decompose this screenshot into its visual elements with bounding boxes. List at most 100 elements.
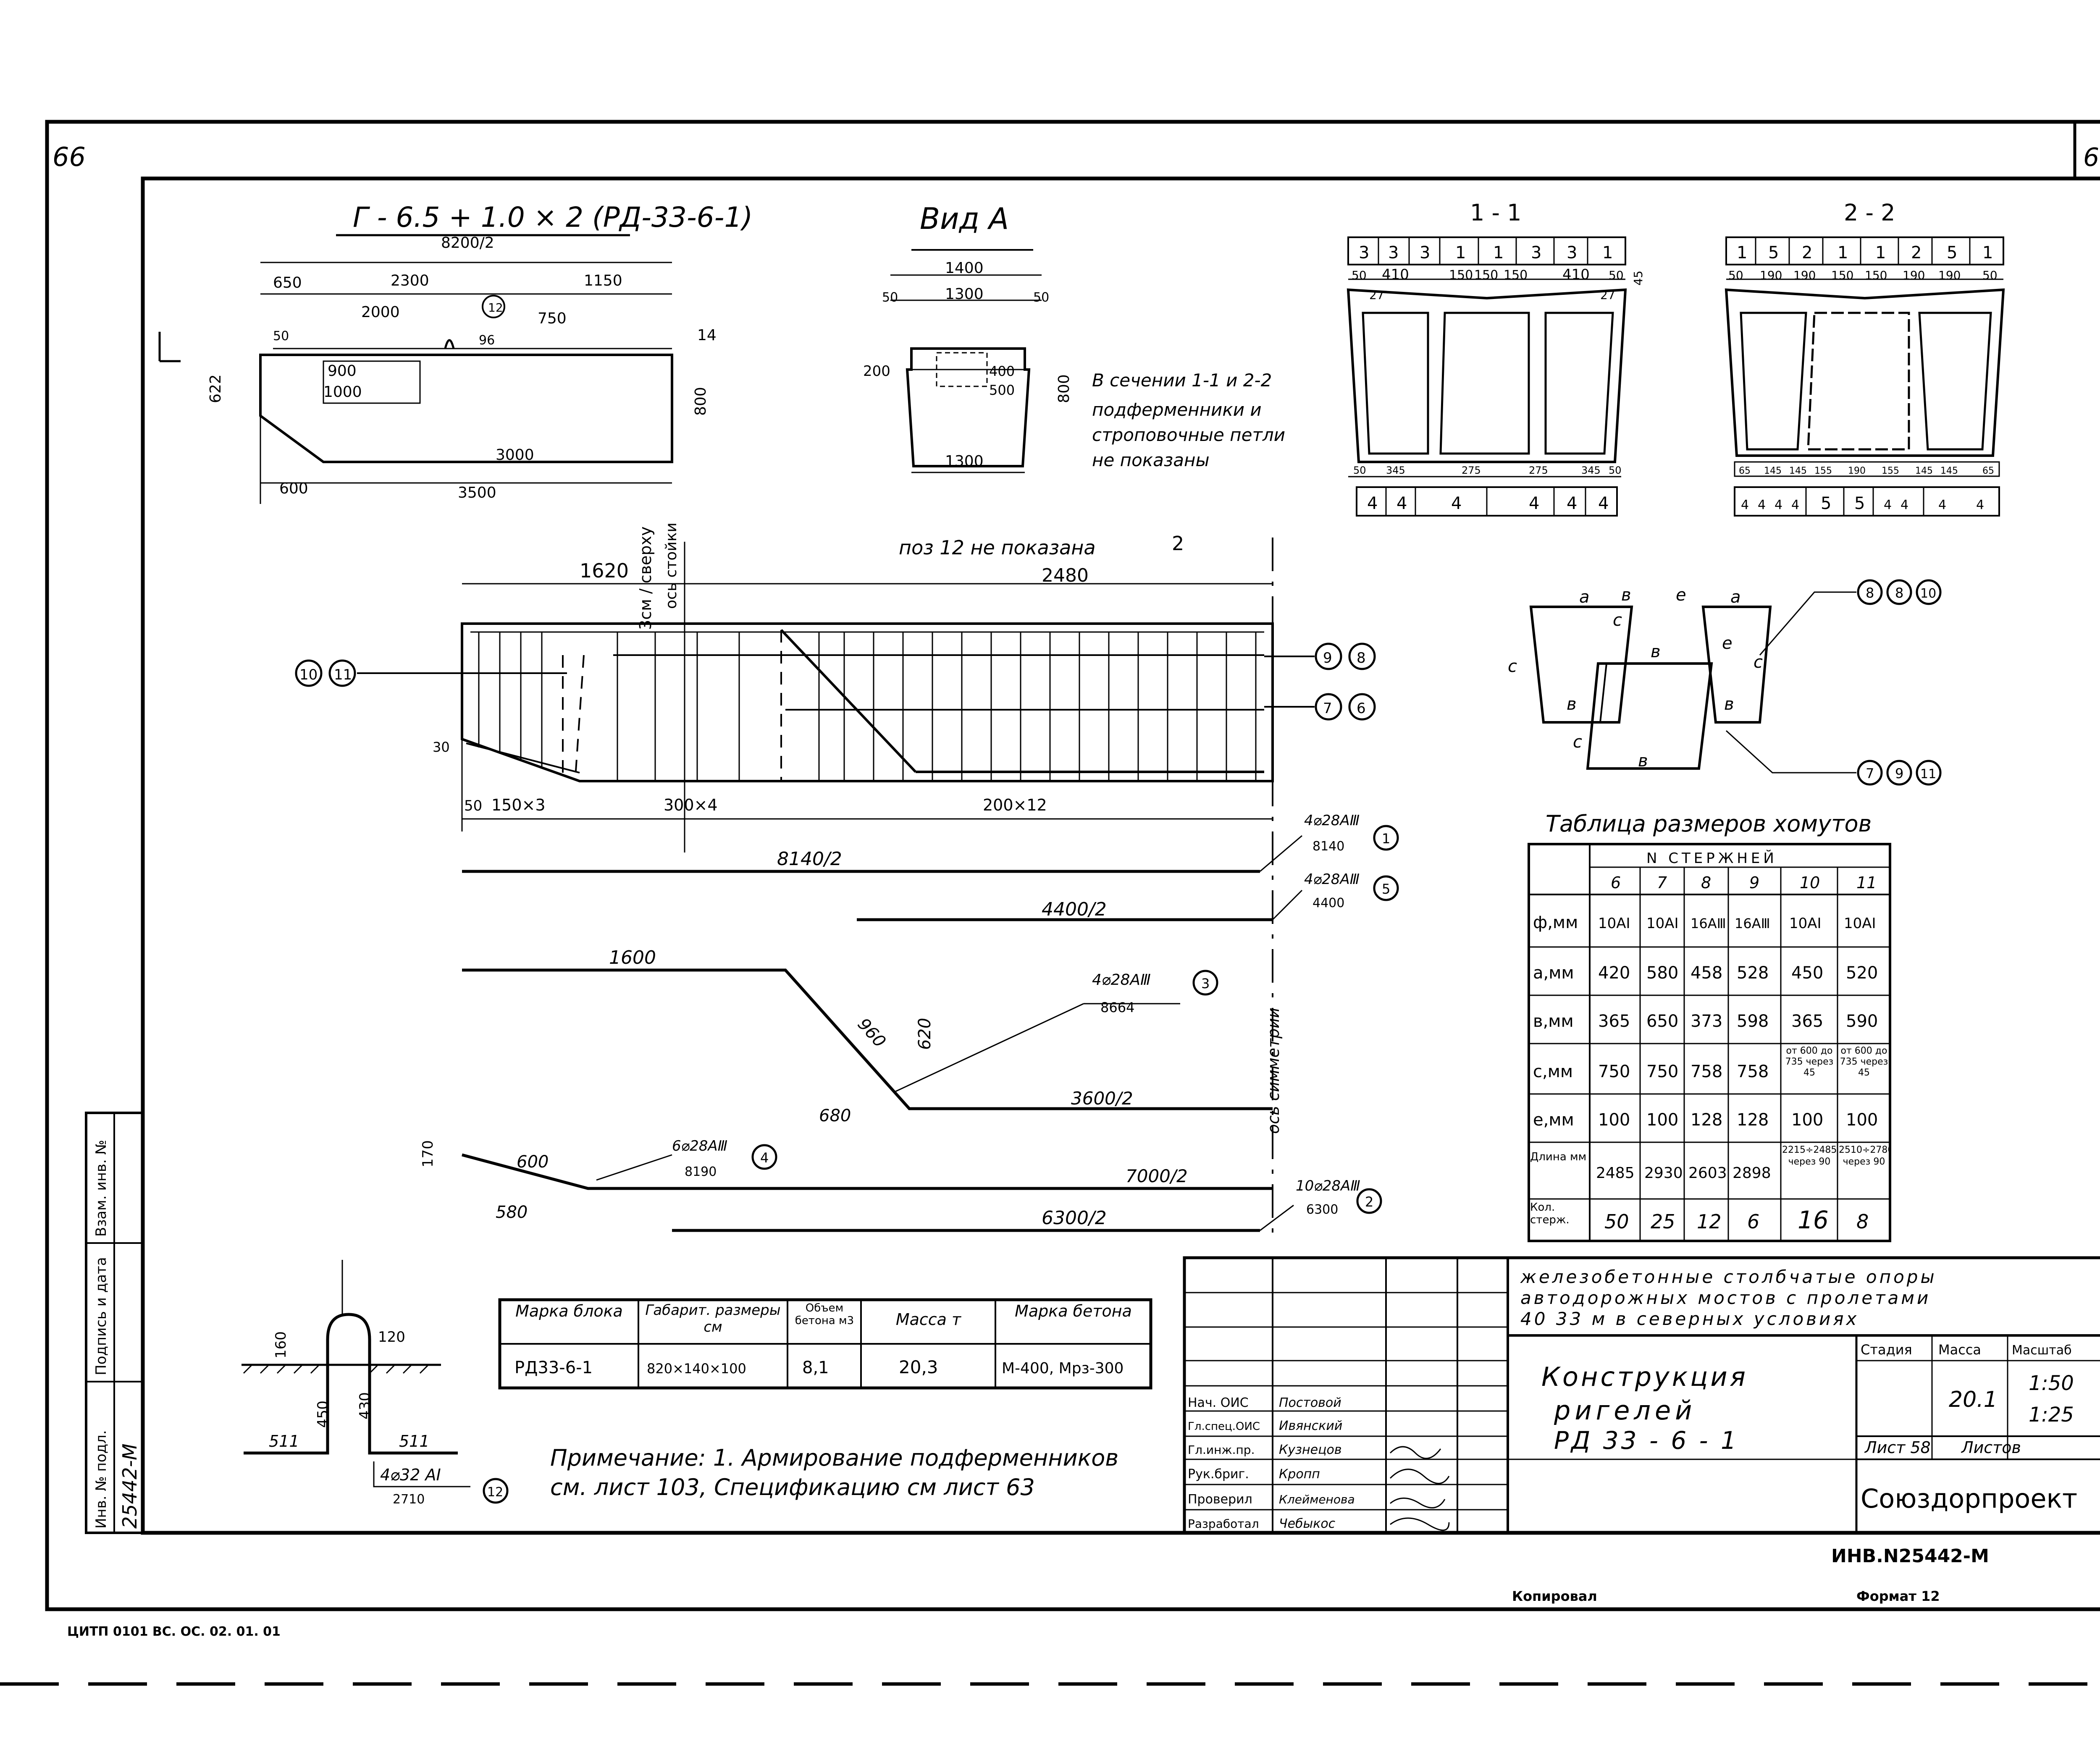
stirrup-shapes: а а в е в в в в с с с с е 8 8 10 7 9 11 bbox=[1508, 579, 1942, 786]
svg-text:2300: 2300 bbox=[391, 272, 429, 289]
svg-text:16АⅢ: 16АⅢ bbox=[1735, 915, 1770, 931]
svg-text:528: 528 bbox=[1737, 963, 1769, 983]
svg-text:1:25: 1:25 bbox=[2029, 1403, 2074, 1427]
svg-text:410: 410 bbox=[1562, 266, 1590, 283]
svg-text:50: 50 bbox=[1728, 268, 1743, 282]
reinforcement-plan: поз 12 не показана 2 1620 2480 3см / све… bbox=[295, 522, 1376, 852]
svg-text:170: 170 bbox=[420, 1140, 436, 1167]
svg-text:3: 3 bbox=[1359, 243, 1369, 262]
svg-text:2898: 2898 bbox=[1732, 1165, 1771, 1182]
svg-text:590: 590 bbox=[1846, 1012, 1878, 1031]
svg-text:16: 16 bbox=[1798, 1206, 1829, 1234]
svg-text:120: 120 bbox=[378, 1329, 405, 1346]
svg-text:4: 4 bbox=[1774, 498, 1782, 512]
svg-text:М-400, Мрз-300: М-400, Мрз-300 bbox=[1002, 1360, 1124, 1377]
corner-box bbox=[2073, 122, 2100, 180]
svg-text:7: 7 bbox=[1657, 873, 1667, 892]
corner-number-left: 66 bbox=[52, 142, 86, 172]
svg-text:3600/2: 3600/2 bbox=[1071, 1088, 1133, 1109]
svg-text:373: 373 bbox=[1690, 1012, 1722, 1031]
svg-text:50: 50 bbox=[1609, 464, 1622, 476]
svg-text:10АI: 10АI bbox=[1844, 915, 1876, 932]
svg-text:а,мм: а,мм bbox=[1533, 963, 1574, 983]
svg-text:410: 410 bbox=[1382, 266, 1409, 283]
svg-text:4: 4 bbox=[1938, 498, 1946, 512]
svg-text:8: 8 bbox=[1895, 585, 1903, 601]
svg-text:1:50: 1:50 bbox=[2029, 1372, 2074, 1395]
section-1-1: 1 - 1 3 3 3 1 1 3 3 1 50 410 150 150 150… bbox=[1347, 199, 1645, 517]
vzam-label: Взам. инв. № bbox=[93, 1140, 110, 1237]
svg-text:3: 3 bbox=[1567, 243, 1577, 262]
svg-text:с: с bbox=[1573, 732, 1582, 752]
svg-text:с,мм: с,мм bbox=[1533, 1062, 1573, 1081]
svg-text:622: 622 bbox=[207, 374, 224, 403]
svg-text:4: 4 bbox=[1396, 494, 1407, 513]
svg-text:2: 2 bbox=[1365, 1194, 1373, 1210]
svg-text:10АI: 10АI bbox=[1789, 915, 1822, 932]
svg-text:8140/2: 8140/2 bbox=[777, 848, 842, 870]
podpis-label: Подпись и дата bbox=[93, 1257, 110, 1375]
svg-text:2: 2 bbox=[1802, 243, 1812, 262]
svg-text:3см / сверху: 3см / сверху bbox=[636, 527, 655, 630]
svg-text:190: 190 bbox=[1848, 466, 1866, 476]
view-a-title: Вид А bbox=[920, 202, 1009, 236]
svg-text:190: 190 bbox=[1793, 268, 1816, 282]
svg-text:5: 5 bbox=[1382, 881, 1390, 897]
svg-text:4: 4 bbox=[1791, 498, 1799, 512]
svg-text:автодорожных мостов с пролетам: автодорожных мостов с пролетами bbox=[1520, 1288, 1931, 1308]
svg-text:с: с bbox=[1508, 657, 1517, 676]
svg-text:520: 520 bbox=[1846, 963, 1878, 983]
svg-text:620: 620 bbox=[915, 1018, 934, 1050]
svg-text:511: 511 bbox=[399, 1432, 430, 1450]
svg-text:580: 580 bbox=[496, 1203, 528, 1222]
svg-text:800: 800 bbox=[692, 387, 709, 416]
svg-text:Гл.спец.ОИС: Гл.спец.ОИС bbox=[1188, 1420, 1260, 1433]
elevation-title: Г - 6.5 + 1.0 × 2 (РД-33-6-1) bbox=[353, 201, 753, 233]
svg-text:45: 45 bbox=[1631, 270, 1645, 286]
svg-text:50: 50 bbox=[464, 797, 482, 814]
svg-text:2: 2 bbox=[1172, 532, 1184, 555]
svg-text:8200/2: 8200/2 bbox=[441, 234, 494, 252]
svg-text:Ивянский: Ивянский bbox=[1279, 1419, 1342, 1433]
svg-text:820×140×100: 820×140×100 bbox=[647, 1361, 746, 1377]
side-stamp: Инв. № подл. 25442-М Подпись и дата Взам… bbox=[85, 1112, 144, 1534]
svg-text:150: 150 bbox=[1504, 268, 1528, 283]
svg-text:е,мм: е,мм bbox=[1533, 1110, 1574, 1130]
inv-number: ИНВ.N25442-M bbox=[1831, 1545, 1989, 1567]
svg-text:6300: 6300 bbox=[1306, 1202, 1338, 1217]
general-note: Примечание: 1. Армирование подферменнико… bbox=[550, 1445, 1118, 1500]
svg-text:6: 6 bbox=[1747, 1210, 1759, 1233]
section-2-2-title: 2 - 2 bbox=[1844, 199, 1895, 226]
svg-text:е: е bbox=[1722, 634, 1732, 653]
svg-text:200: 200 bbox=[863, 363, 890, 380]
svg-text:400: 400 bbox=[989, 363, 1015, 379]
svg-text:РД 33 - 6 - 1: РД 33 - 6 - 1 bbox=[1554, 1426, 1739, 1455]
svg-text:8190: 8190 bbox=[685, 1165, 717, 1179]
svg-text:4⌀28АⅢ: 4⌀28АⅢ bbox=[1092, 971, 1151, 989]
svg-text:12: 12 bbox=[488, 301, 503, 315]
svg-text:Чебыкос: Чебыкос bbox=[1279, 1516, 1336, 1531]
svg-text:с: с bbox=[1613, 611, 1622, 630]
section-2-2: 2 - 2 1 5 2 1 1 2 5 1 50 190 190 150 150… bbox=[1725, 199, 2005, 517]
svg-text:430: 430 bbox=[357, 1392, 373, 1419]
svg-text:6: 6 bbox=[1357, 700, 1366, 717]
svg-text:5: 5 bbox=[1947, 243, 1957, 262]
svg-text:1150: 1150 bbox=[584, 272, 622, 289]
svg-text:4: 4 bbox=[1758, 498, 1766, 512]
block-header-concrete: Марка бетона bbox=[1015, 1302, 1132, 1320]
block-header-dims: Габарит. размеры см bbox=[645, 1302, 781, 1335]
svg-text:511: 511 bbox=[269, 1432, 299, 1450]
stirrup-table: Таблица размеров хомутов N СТЕРЖНЕЙ 6 7 … bbox=[1528, 810, 1891, 1242]
svg-text:8664: 8664 bbox=[1100, 999, 1134, 1015]
svg-text:8: 8 bbox=[1856, 1210, 1869, 1233]
svg-text:7000/2: 7000/2 bbox=[1126, 1166, 1188, 1186]
svg-text:1: 1 bbox=[1602, 243, 1613, 262]
svg-text:2930: 2930 bbox=[1644, 1165, 1683, 1182]
svg-text:50: 50 bbox=[1609, 268, 1624, 282]
svg-text:4⌀28АⅢ: 4⌀28АⅢ bbox=[1304, 871, 1360, 888]
svg-text:6: 6 bbox=[1611, 873, 1621, 892]
svg-text:10⌀28АⅢ: 10⌀28АⅢ bbox=[1296, 1178, 1360, 1194]
svg-text:11: 11 bbox=[334, 666, 352, 683]
svg-text:155: 155 bbox=[1882, 466, 1899, 476]
svg-text:128: 128 bbox=[1690, 1110, 1722, 1130]
